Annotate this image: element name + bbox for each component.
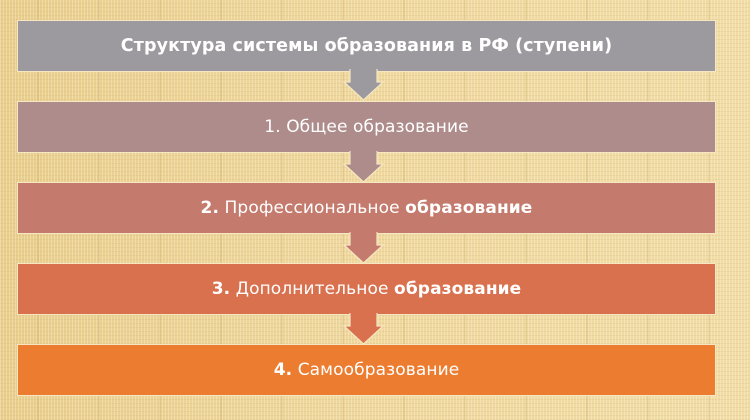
diagram-title: Структура системы образования в РФ (ступ… [120,36,613,56]
step-box-professional-education: 2. Профессиональное образование [17,182,716,234]
arrow-shape [343,69,384,101]
arrow-down-icon [343,232,384,264]
step-label: Дополнительное [230,279,395,299]
arrow-down-icon [343,313,384,345]
step-label-bold: образование [394,279,522,299]
step-number: 2. [200,198,220,218]
step-label: Профессиональное [219,198,406,218]
step-label: 1. Общее образование [264,117,469,137]
step-label-bold: образование [405,198,533,218]
step-number: 4. [273,360,293,380]
step-box-general-education: 1. Общее образование [17,101,716,153]
arrow-down-icon [343,69,384,101]
step-label: Самообразование [292,360,460,380]
step-number: 3. [211,279,231,299]
step-box-additional-education: 3. Дополнительное образование [17,263,716,315]
arrow-down-icon [343,151,384,183]
step-box-self-education: 4. Самообразование [17,344,716,396]
title-box: Структура системы образования в РФ (ступ… [17,20,716,72]
